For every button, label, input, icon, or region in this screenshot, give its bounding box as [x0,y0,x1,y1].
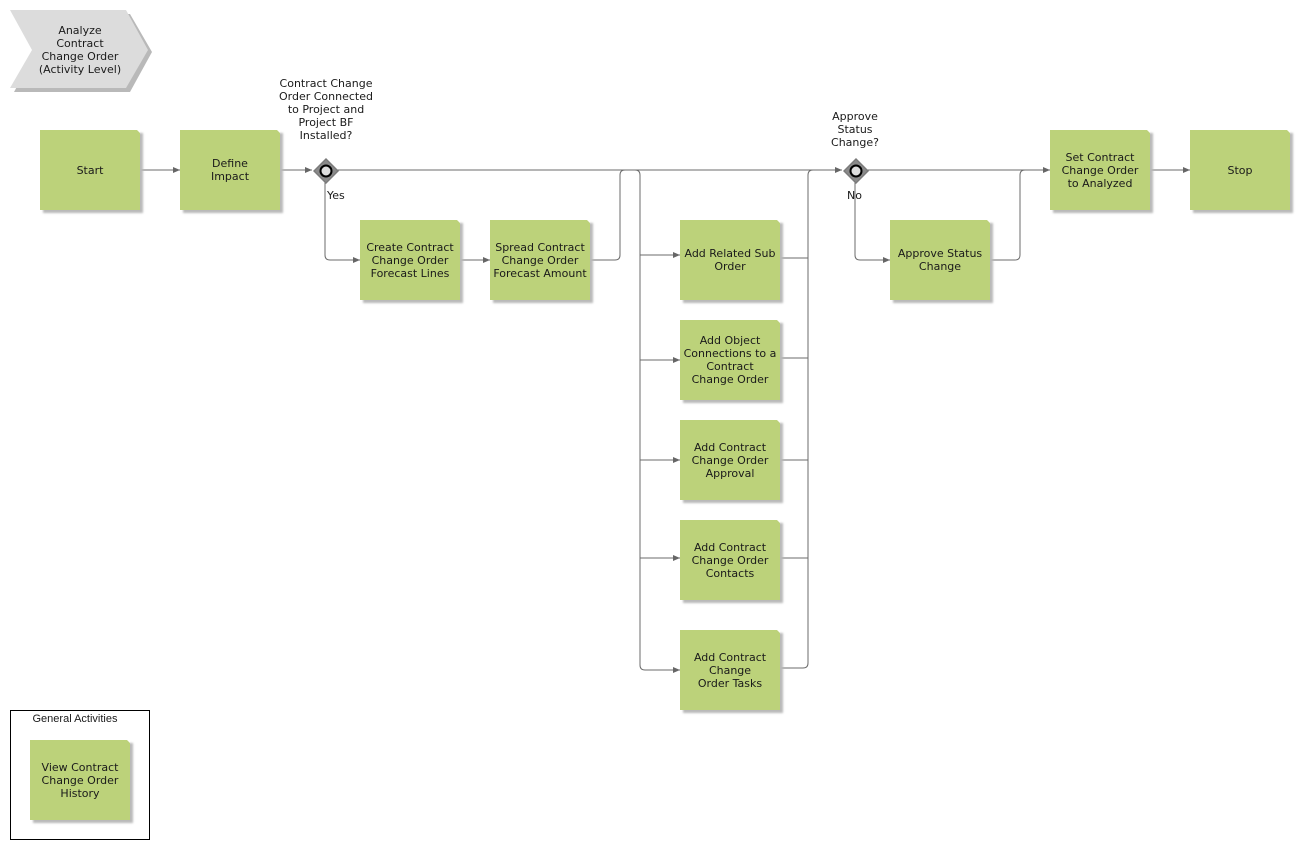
view-history-activity[interactable]: View Contract Change Order History [30,740,130,820]
project-connected-question: Contract Change Order Connected to Proje… [279,77,373,142]
define-impact-activity[interactable]: Define Impact [180,130,280,210]
flow-gateway2-no [854,182,890,263]
approve-status-question: Approve Status Change? [831,110,879,149]
process-title: Analyze Contract Change Order (Activity … [38,24,122,76]
flow-approve-join [990,169,1026,261]
add-tasks-activity[interactable]: Add Contract Change Order Tasks [680,630,780,710]
approve-status-change-activity[interactable]: Approve Status Change [890,220,990,300]
process-header-shape [10,10,152,92]
create-forecast-lines-activity[interactable]: Create Contract Change Order Forecast Li… [360,220,460,300]
add-object-connections-activity[interactable]: Add Object Connections to a Contract Cha… [680,320,780,400]
add-approval-activity[interactable]: Add Contract Change Order Approval [680,420,780,500]
flow-fork-trunk [634,169,646,671]
yes-branch-label: Yes [327,189,345,202]
set-analyzed-activity[interactable]: Set Contract Change Order to Analyzed [1050,130,1150,210]
approve-status-gateway-icon[interactable] [843,158,869,184]
spread-forecast-activity[interactable]: Spread Contract Change Order Forecast Am… [490,220,590,300]
project-connected-gateway-icon[interactable] [313,158,339,184]
flow-gateway1-yes [324,182,360,263]
general-activities-panel: General Activities [10,710,150,840]
general-activities-title: General Activities [32,713,118,725]
flow-spread-join [590,169,626,261]
no-branch-label: No [847,189,862,202]
add-contacts-activity[interactable]: Add Contract Change Order Contacts [680,520,780,600]
stop-event[interactable]: Stop [1190,130,1290,210]
start-event[interactable]: Start [40,130,140,210]
flow-join-trunk [780,169,814,669]
add-related-sub-order-activity[interactable]: Add Related Sub Order [680,220,780,300]
